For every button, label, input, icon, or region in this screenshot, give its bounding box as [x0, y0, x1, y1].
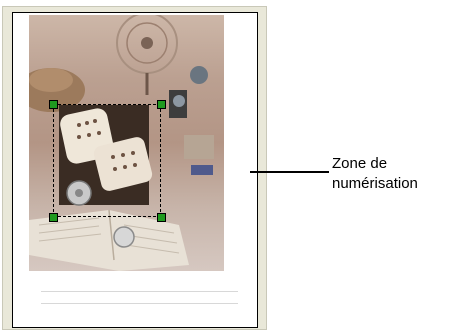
resize-handle-top-right[interactable]: [157, 100, 166, 109]
scan-selection-area[interactable]: [53, 104, 161, 217]
resize-handle-bottom-right[interactable]: [157, 213, 166, 222]
callout-leader-line: [250, 171, 329, 173]
callout-line-2: numérisation: [332, 175, 418, 192]
resize-handle-bottom-left[interactable]: [49, 213, 58, 222]
scan-area-callout-label: Zone de numérisation: [332, 154, 456, 194]
callout-line-1: Zone de: [332, 155, 388, 172]
page-divider-line: [41, 303, 238, 304]
resize-handle-top-left[interactable]: [49, 100, 58, 109]
scanned-photo: [29, 15, 224, 271]
page-divider-line: [41, 291, 238, 292]
